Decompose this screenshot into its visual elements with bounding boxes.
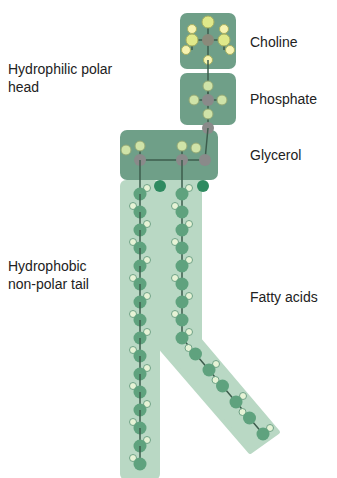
tail-band [120,180,160,478]
atom [257,428,270,441]
phosphate-box [180,73,236,125]
atom [230,396,243,409]
part-label: Fatty acids [250,288,334,306]
tail-band [162,180,278,452]
atom [189,348,202,361]
atom [197,180,209,192]
atom [218,34,230,46]
atom [135,141,145,151]
side-label: Hydrophobic non-polar tail [8,257,113,293]
atom [226,46,235,55]
atom [217,95,227,105]
atom [176,260,189,273]
atom [177,141,187,151]
atom [202,94,214,106]
bond [181,160,183,192]
part-label: Phosphate [250,90,334,108]
atom [176,188,189,201]
atom [121,145,131,155]
bond [139,160,141,192]
atom [186,34,198,46]
atom [202,34,214,46]
atom [199,154,211,166]
atom [203,364,216,377]
atom [134,458,147,471]
atom [202,16,214,28]
glycerol-box [120,130,218,180]
atom [203,81,213,91]
atom [203,109,213,119]
bond [140,159,205,161]
atom [154,180,166,192]
side-label: Hydrophilic polar head [8,60,113,96]
atom [176,242,189,255]
atom [243,412,256,425]
fatty-acid-bands [120,180,278,478]
atom [176,314,189,327]
atom [176,296,189,309]
atom [220,25,229,34]
atom [182,46,191,55]
atom [216,380,229,393]
atoms [121,16,274,471]
part-label: Glycerol [250,146,334,164]
atom [188,25,197,34]
atom [176,332,189,345]
atom [191,143,201,153]
atom [176,224,189,237]
part-label: Choline [250,33,334,51]
atom [189,95,199,105]
atom [176,278,189,291]
bond [207,86,209,128]
atom [176,206,189,219]
